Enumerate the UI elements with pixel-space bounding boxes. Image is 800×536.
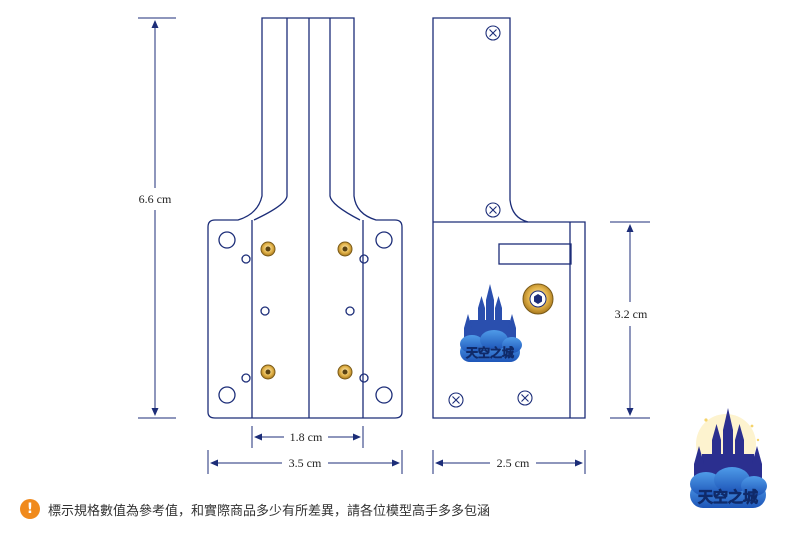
arm-line-left bbox=[253, 18, 288, 221]
screw-icon bbox=[485, 25, 501, 41]
dim-label-3-5: 3.5 cm bbox=[289, 456, 322, 470]
disclaimer-note: ! 標示規格數值為參考值，和實際商品多少有所差異，請各位模型高手多多包涵 bbox=[20, 496, 490, 522]
castle-logo-large: 天空之城 bbox=[690, 408, 767, 508]
front-outline bbox=[207, 17, 403, 419]
dimension-labels: 6.6 cm 3.2 cm 1.8 cm 3.5 cm 2.5 cm bbox=[139, 192, 648, 470]
corner-hole-tl bbox=[218, 231, 236, 249]
small-hole bbox=[260, 306, 270, 316]
screw-icon bbox=[485, 202, 501, 218]
screws bbox=[448, 25, 533, 408]
brass-inserts bbox=[260, 241, 353, 380]
dim-label-2-5: 2.5 cm bbox=[497, 456, 530, 470]
screw-icon bbox=[448, 392, 464, 408]
small-hole bbox=[359, 254, 369, 264]
logo-text-large: 天空之城 bbox=[698, 488, 758, 506]
corner-hole-bl bbox=[218, 386, 236, 404]
small-hole bbox=[359, 373, 369, 383]
small-hole bbox=[345, 306, 355, 316]
dim-label-6-6: 6.6 cm bbox=[139, 192, 172, 206]
side-outline bbox=[432, 17, 586, 419]
front-view bbox=[207, 17, 403, 419]
corner-hole-tr bbox=[375, 231, 393, 249]
dim-label-3-2: 3.2 cm bbox=[615, 307, 648, 321]
castle-logo-small: 天空之城 bbox=[460, 284, 522, 362]
screw-icon bbox=[517, 390, 533, 406]
dimension-lines bbox=[138, 17, 650, 474]
arm-line-center-right bbox=[329, 18, 361, 221]
small-hole bbox=[241, 373, 251, 383]
warning-icon: ! bbox=[20, 499, 40, 519]
side-view bbox=[432, 17, 586, 419]
corner-hole-br bbox=[375, 386, 393, 404]
dim-label-1-8: 1.8 cm bbox=[290, 430, 323, 444]
logo-text-small: 天空之城 bbox=[466, 345, 514, 360]
slot bbox=[498, 243, 572, 265]
disclaimer-text: 標示規格數值為參考值，和實際商品多少有所差異，請各位模型高手多多包涵 bbox=[48, 503, 491, 519]
small-hole bbox=[241, 254, 251, 264]
hex-bearing-icon bbox=[522, 283, 554, 315]
